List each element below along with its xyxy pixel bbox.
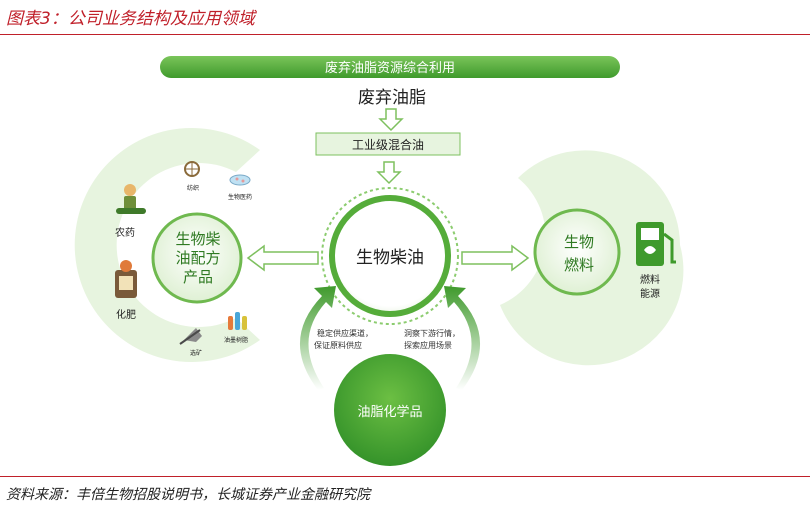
left-note-line-2: 保证原料供应	[314, 340, 362, 350]
down-arrow-1	[378, 108, 404, 132]
down-arrow-2	[376, 161, 402, 185]
arrow-to-left	[246, 244, 319, 272]
left-product-circle	[151, 212, 243, 304]
right-fuel-circle	[533, 208, 621, 296]
input-label: 废弃油脂	[358, 88, 426, 108]
center-label: 生物柴油	[356, 248, 424, 268]
bottom-divider	[0, 476, 810, 477]
intermediate-label: 工业级混合油	[352, 137, 424, 152]
fertilizer-label: 化肥	[116, 308, 136, 321]
textile-label: 纺织	[187, 184, 199, 192]
mining-label: 选矿	[190, 349, 202, 357]
left-circle-line-3: 产品	[183, 268, 213, 286]
left-application-arc	[74, 128, 260, 362]
pesticide-icon	[116, 184, 146, 214]
fertilizer-icon	[115, 260, 137, 298]
mining-icon	[179, 328, 202, 345]
banner-text: 废弃油脂资源综合利用	[325, 60, 455, 76]
left-circle-line-2: 油配方	[175, 249, 220, 267]
center-circle	[329, 195, 451, 317]
textile-icon	[184, 161, 200, 177]
banner-bar	[160, 56, 620, 78]
intermediate-box	[315, 132, 461, 156]
right-note-line-1: 洞察下游行情，	[404, 328, 460, 338]
left-circle-line-1: 生物柴	[175, 230, 220, 248]
fuel-label-line-2: 能源	[640, 287, 660, 300]
source-note: 资料来源：丰倍生物招股说明书，长城证券产业金融研究院	[6, 487, 370, 503]
right-circle-line-1: 生物	[564, 233, 594, 251]
top-divider	[0, 34, 810, 35]
left-note-line-1: 稳定供应渠道，	[317, 328, 373, 338]
figure-title: 图表3：公司业务结构及应用领域	[6, 9, 255, 29]
right-circle-line-2: 燃料	[564, 256, 594, 274]
emulsion-label: 油墨树脂	[224, 336, 248, 344]
arrow-to-right	[461, 244, 530, 272]
bottom-circle-label: 油脂化学品	[357, 404, 422, 420]
bottom-chemical-circle	[334, 354, 446, 466]
fuel-label-line-1: 燃料	[640, 273, 660, 286]
biomedicine-icon	[229, 174, 251, 186]
emulsion-icon	[228, 312, 247, 330]
pesticide-label: 农药	[115, 226, 135, 239]
biomedicine-label: 生物医药	[228, 193, 252, 201]
right-curved-arrow	[444, 286, 481, 390]
right-note-line-2: 探索应用场景	[404, 340, 452, 350]
fuel-pump-icon	[636, 222, 676, 266]
left-curved-arrow	[299, 286, 336, 390]
